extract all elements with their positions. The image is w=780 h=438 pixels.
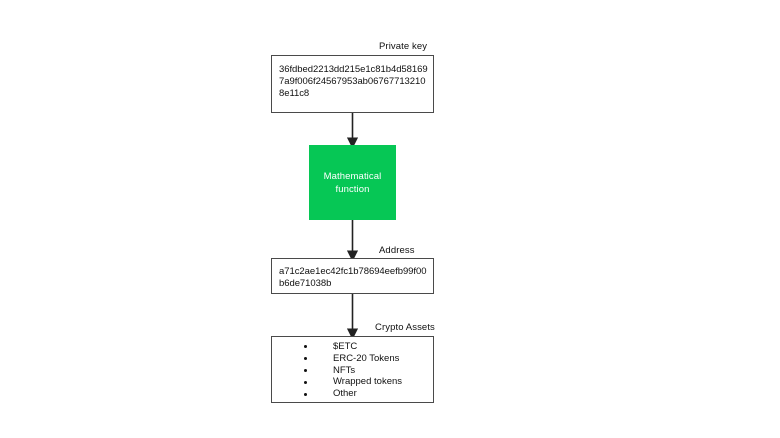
- address-box: [271, 258, 434, 294]
- crypto-asset-label: Other: [333, 388, 357, 400]
- bullet-icon: [304, 368, 307, 372]
- crypto-asset-label: ERC-20 Tokens: [333, 352, 400, 364]
- private-key-value: 36fdbed2213dd215e1c81b4d581697a9f006f245…: [279, 64, 428, 100]
- private-key-box: [271, 55, 434, 113]
- crypto-asset-label: $ETC: [333, 341, 358, 352]
- crypto-asset-item: Wrapped tokens: [271, 376, 434, 388]
- crypto-assets-label: Crypto Assets: [375, 322, 435, 333]
- address-value: a71c2ae1ec42fc1b78694eefb99f00b6de71038b: [279, 266, 427, 290]
- crypto-asset-item: $ETC: [271, 341, 434, 353]
- private-key-label: Private key: [379, 41, 428, 52]
- bullet-icon: [304, 380, 307, 384]
- bullet-icon: [304, 345, 307, 349]
- address-label: Address: [379, 245, 415, 256]
- mathematical-function-box: Mathematical function: [309, 145, 396, 220]
- bullet-icon: [304, 392, 307, 396]
- crypto-asset-item: Other: [271, 388, 434, 400]
- crypto-asset-item: ERC-20 Tokens: [271, 353, 434, 365]
- crypto-asset-label: NFTs: [333, 364, 356, 376]
- crypto-asset-item: NFTs: [271, 365, 434, 377]
- crypto-asset-label: Wrapped tokens: [333, 376, 403, 388]
- bullet-icon: [304, 357, 307, 361]
- mathematical-function-label: Mathematical function: [323, 170, 382, 195]
- crypto-assets-box: [271, 336, 434, 403]
